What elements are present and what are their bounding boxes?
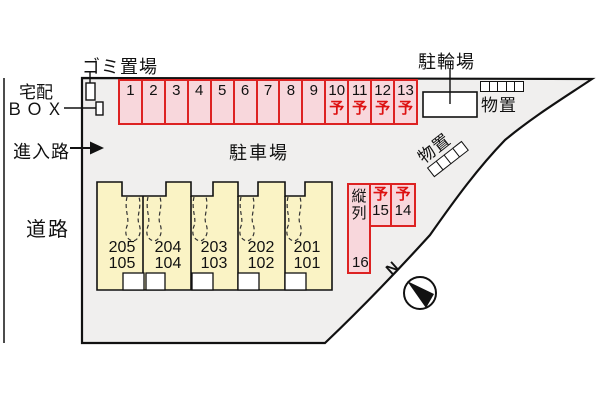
unit-lower-number: 103 [200, 255, 228, 272]
reserved-mark: 予 [352, 100, 368, 117]
compass-needle-icon [407, 281, 434, 308]
reserved-mark: 予 [329, 100, 345, 117]
entrance-boxes [122, 272, 307, 291]
garbage-area-label: ゴミ置場 [82, 57, 158, 77]
unit-lower-number: 105 [108, 255, 136, 272]
space-number: 12 [374, 82, 391, 99]
unit-upper-number: 205 [108, 239, 136, 256]
space-number: 6 [240, 82, 250, 99]
space-number: 10 [328, 82, 346, 99]
parking-space-6: 6 [232, 79, 258, 125]
reserved-mark: 予 [375, 100, 391, 117]
space-number: 2 [149, 82, 158, 99]
parking-space-5: 5 [209, 79, 235, 125]
parking-space-7: 7 [255, 79, 281, 125]
parking-space-8: 8 [278, 79, 304, 125]
space-number: 9 [309, 82, 318, 99]
unit-upper-number: 204 [154, 239, 182, 256]
entry-arrow-head [90, 141, 104, 155]
space-number: 1 [126, 82, 135, 99]
entry-road-label: 進入路 [13, 142, 70, 162]
garbage-box [85, 82, 96, 101]
unit-upper-number: 201 [293, 239, 321, 256]
storage-units-row [480, 81, 524, 92]
delivery-box [95, 101, 104, 116]
bicycle-parking-label: 駐輪場 [418, 52, 475, 72]
tandem-space-16: 縦列 16 [347, 183, 371, 274]
unit-lower-number: 104 [154, 255, 182, 272]
space-number: 16 [352, 254, 369, 271]
delivery-box-label-line2: ＢＯＸ [6, 100, 66, 119]
stair-dashed-paths [125, 196, 302, 242]
unit-label-205-105: 205 105 [99, 240, 145, 272]
space-number: 3 [172, 82, 181, 99]
unit-upper-number: 203 [200, 239, 228, 256]
parking-space-1: 1 [118, 79, 143, 125]
parking-space-3: 3 [163, 79, 189, 125]
space-number: 14 [394, 202, 412, 219]
storage-label-right: 物置 [481, 96, 517, 115]
tandem-label: 縦列 [351, 188, 367, 222]
unit-lower-number: 101 [293, 255, 321, 272]
parking-space-14: 予 14 [390, 183, 416, 227]
delivery-box-label: 宅配 ＢＯＸ [6, 84, 66, 118]
reserved-mark: 予 [372, 186, 388, 203]
storage-unit-icon [514, 81, 524, 92]
space-number: 8 [286, 82, 296, 99]
parking-lot-label: 駐車場 [229, 143, 289, 163]
reserved-mark: 予 [398, 100, 414, 117]
space-number: 11 [351, 82, 368, 99]
space-number: 4 [195, 82, 204, 99]
space-number: 15 [372, 202, 389, 219]
unit-upper-number: 202 [247, 239, 275, 256]
delivery-box-label-line1: 宅配 [19, 83, 53, 102]
parking-space-4: 4 [186, 79, 212, 125]
unit-label-201-101: 201 101 [284, 240, 330, 272]
unit-label-203-103: 203 103 [191, 240, 237, 272]
space-number: 13 [397, 82, 414, 99]
parking-space-2: 2 [140, 79, 166, 125]
unit-label-204-104: 204 104 [145, 240, 191, 272]
unit-lower-number: 102 [247, 255, 275, 272]
parking-space-15: 予 15 [369, 183, 392, 227]
road-label: 道路 [26, 219, 70, 241]
space-number: 5 [217, 82, 227, 99]
reserved-mark: 予 [395, 186, 411, 203]
unit-label-202-102: 202 102 [238, 240, 284, 272]
parking-space-9: 9 [301, 79, 327, 125]
space-number: 7 [263, 82, 273, 99]
